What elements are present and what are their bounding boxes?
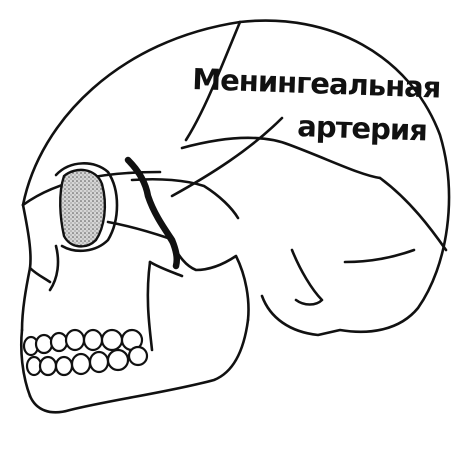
maxilla-line [22,268,30,330]
nasal-aperture [50,246,58,290]
annotation-label-line-2: артерия [297,109,428,147]
nasal-line [23,205,50,282]
orbit-shading [60,170,105,247]
mandible-inner [148,262,152,350]
meningeal-artery [128,160,177,266]
teeth [24,330,147,375]
annotation-leader [172,118,282,196]
mandible-ramus [168,238,249,320]
lambdoid-suture [380,178,446,250]
mastoid-line [345,250,414,262]
mastoid-process [292,250,322,305]
